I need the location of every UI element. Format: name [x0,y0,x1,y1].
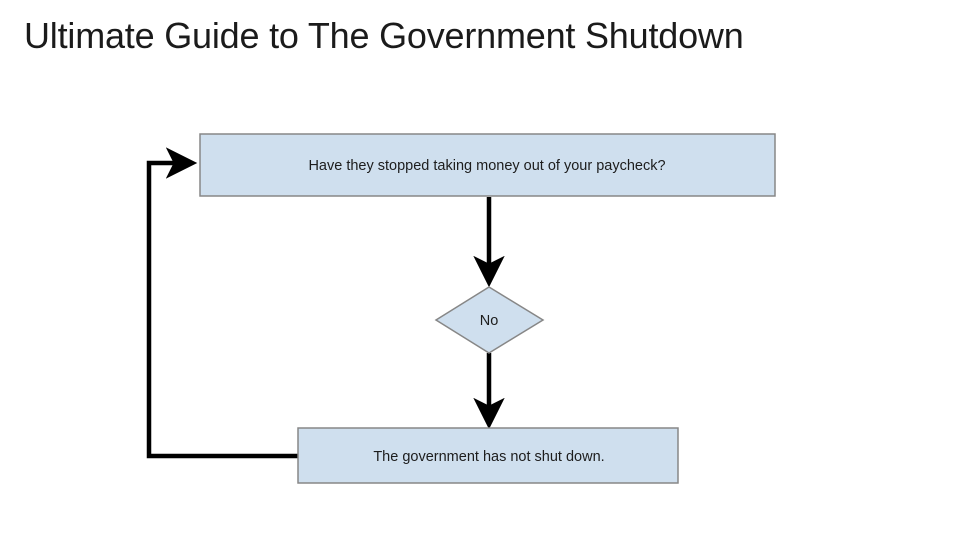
question-node-label: Have they stopped taking money out of yo… [308,158,665,174]
decision-node-shape[interactable] [434,286,545,354]
flowchart-node-decision[interactable]: No [434,286,545,354]
result-node-label: The government has not shut down. [373,449,604,465]
edge-result-to-question [146,147,298,459]
flowchart-node-result[interactable]: The government has not shut down. [297,427,679,484]
page-title: Ultimate Guide to The Government Shutdow… [24,15,744,56]
question-node-shape[interactable] [199,133,776,197]
decision-node-label: No [480,313,499,329]
flowchart-node-question[interactable]: Have they stopped taking money out of yo… [199,133,776,197]
result-node-shape[interactable] [297,427,679,484]
